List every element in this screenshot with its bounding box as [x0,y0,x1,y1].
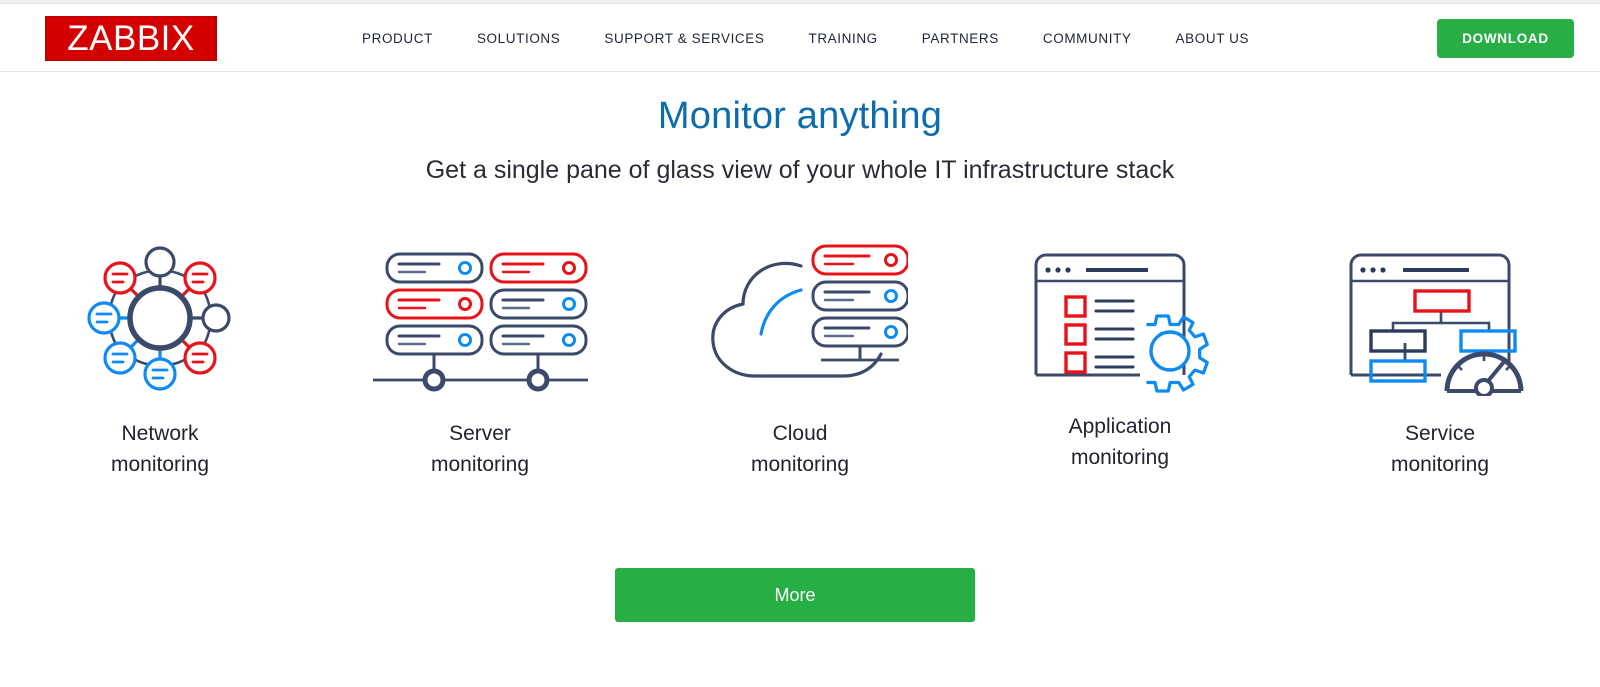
top-strip [0,0,1600,4]
nav-item-community[interactable]: COMMUNITY [1042,30,1132,46]
feature-list: Network monitoring [0,228,1600,480]
server-rack-icon [372,228,588,408]
nav-item-training[interactable]: TRAINING [808,30,878,46]
logo-text: ZABBIX [67,19,195,58]
site-header: ZABBIX PRODUCT SOLUTIONS SUPPORT & SERVI… [0,4,1600,72]
main-navigation: PRODUCT SOLUTIONS SUPPORT & SERVICES TRA… [340,4,1271,72]
feature-service-monitoring[interactable]: Service monitoring [1280,228,1600,480]
feature-caption: Network monitoring [110,422,210,476]
feature-server-monitoring[interactable]: Server monitoring [320,228,640,480]
page-subtitle: Get a single pane of glass view of your … [425,156,1175,184]
feature-caption: Application monitoring [1068,415,1172,469]
feature-caption: Cloud monitoring [750,422,850,476]
nav-item-partners[interactable]: PARTNERS [921,30,999,46]
nav-item-solutions[interactable]: SOLUTIONS [476,30,561,46]
service-gauge-icon [1343,228,1538,408]
cloud-server-icon [693,228,908,408]
zabbix-logo[interactable]: ZABBIX [45,16,217,61]
nav-item-product[interactable]: PRODUCT [362,30,433,46]
nav-item-support-services[interactable]: SUPPORT & SERVICES [604,30,765,46]
feature-caption: Service monitoring [1390,422,1490,476]
application-gear-icon [1028,228,1213,408]
feature-network-monitoring[interactable]: Network monitoring [0,228,320,480]
more-button[interactable]: More [615,568,975,622]
page-title: Monitor anything [657,95,943,138]
download-button[interactable]: DOWNLOAD [1437,19,1574,58]
network-topology-icon [70,228,250,408]
feature-cloud-monitoring[interactable]: Cloud monitoring [640,228,960,480]
feature-application-monitoring[interactable]: Application monitoring [960,228,1280,480]
feature-caption: Server monitoring [430,422,530,476]
nav-item-about-us[interactable]: ABOUT US [1175,30,1250,46]
